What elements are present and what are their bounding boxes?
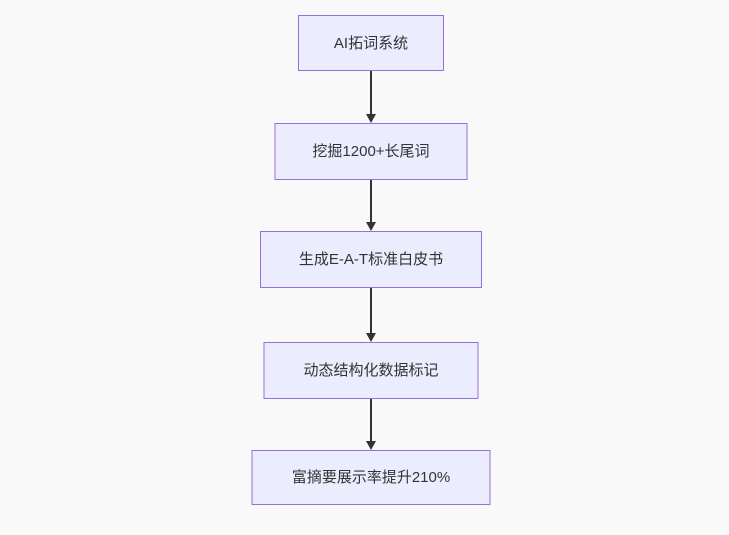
flow-node-ai-word-expansion: AI拓词系统 [298,15,444,71]
flow-node-rich-snippet-uplift: 富摘要展示率提升210% [251,450,491,505]
arrow-down-2 [366,180,376,231]
flow-node-eat-whitepaper: 生成E-A-T标准白皮书 [260,231,482,288]
arrowhead-down-icon [366,222,376,231]
arrow-shaft [370,399,372,441]
arrow-shaft [370,71,372,114]
flow-node-label: 挖掘1200+长尾词 [312,143,430,160]
flow-node-label: AI拓词系统 [333,34,409,52]
flow-node-label: 动态结构化数据标记 [303,362,439,379]
flow-node-longtail-mining: 挖掘1200+长尾词 [274,123,468,180]
arrow-down-3 [366,288,376,342]
arrowhead-down-icon [366,441,376,450]
arrowhead-down-icon [366,333,376,342]
flow-node-label: 富摘要展示率提升210% [291,469,451,486]
flow-node-label: 生成E-A-T标准白皮书 [298,251,444,268]
flow-node-structured-data-markup: 动态结构化数据标记 [263,342,479,399]
arrow-shaft [370,180,372,222]
arrow-shaft [370,288,372,333]
arrowhead-down-icon [366,114,376,123]
arrow-down-1 [366,71,376,123]
arrow-down-4 [366,399,376,450]
